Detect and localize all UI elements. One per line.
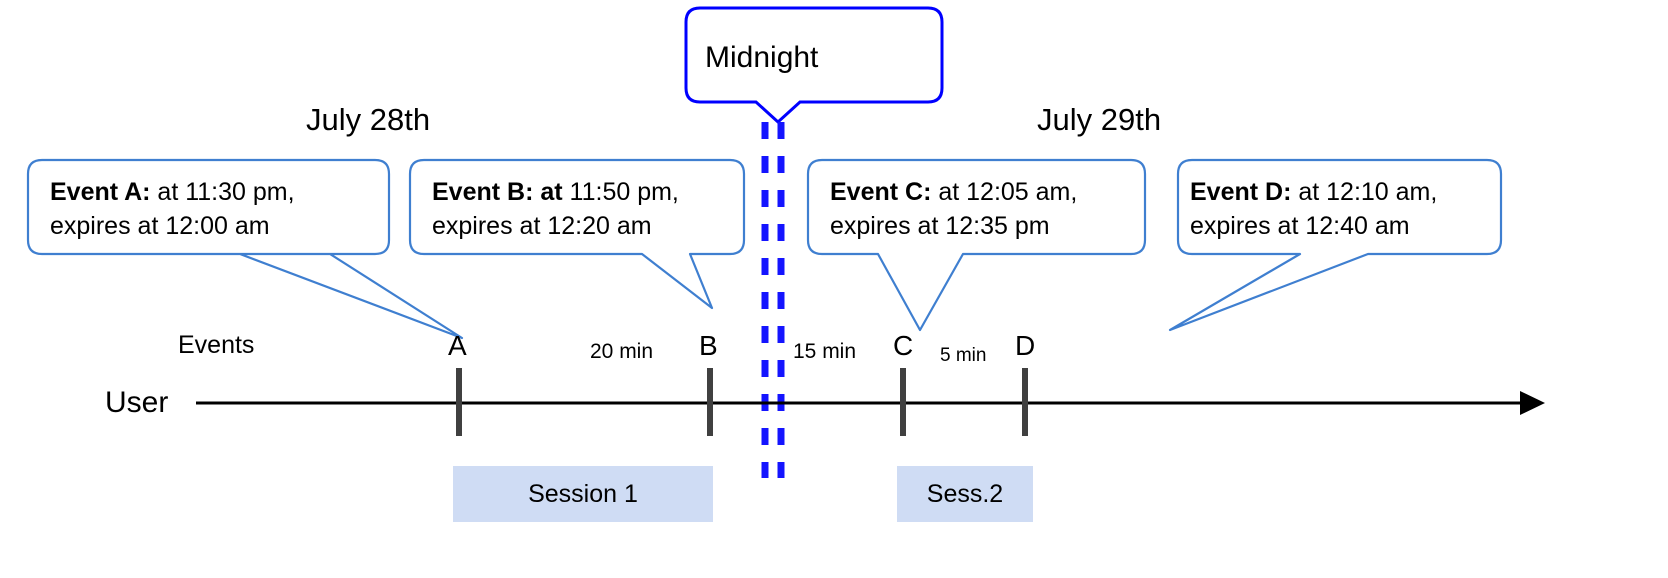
events-row-label: Events	[178, 331, 255, 359]
event-a-title: Event A:	[50, 178, 151, 206]
event-letter-a: A	[448, 330, 467, 361]
date-label-july-29: July 29th	[1037, 102, 1162, 137]
event-letter-b: B	[699, 330, 718, 361]
gap-label-c-d: 5 min	[940, 345, 987, 366]
session-2-box: Sess.2	[897, 466, 1033, 522]
timeline-axis	[196, 391, 1545, 415]
session-1-box: Session 1	[453, 466, 713, 522]
event-a-line2: expires at 12:00 am	[50, 212, 270, 240]
event-c-callout-text: Event C: at 12:05 am, expires at 12:35 p…	[830, 175, 1077, 243]
event-b-callout-text: Event B: at 11:50 pm, expires at 12:20 a…	[432, 175, 679, 243]
event-b-callout-shape	[408, 158, 746, 310]
midnight-callout-shape	[684, 6, 944, 125]
gap-label-b-c: 15 min	[793, 340, 857, 363]
event-b-line2: expires at 12:20 am	[432, 212, 652, 240]
event-letter-d: D	[1015, 330, 1036, 361]
event-d-callout-text: Event D: at 12:10 am, expires at 12:40 a…	[1190, 175, 1437, 243]
event-c-line1: at 12:05 am,	[931, 178, 1078, 206]
event-d-line1: at 12:10 am,	[1291, 178, 1438, 206]
event-a-callout-shape	[26, 158, 464, 340]
event-d-title: Event D:	[1190, 178, 1292, 206]
event-c-callout-shape	[806, 158, 1147, 332]
event-d-callout-shape	[1168, 158, 1503, 332]
event-a-line1: at 11:30 pm,	[150, 178, 295, 206]
event-a-callout-text: Event A: at 11:30 pm, expires at 12:00 a…	[50, 175, 295, 243]
event-c-title: Event C:	[830, 178, 932, 206]
event-d-line2: expires at 12:40 am	[1190, 212, 1410, 240]
midnight-label: Midnight	[705, 41, 819, 74]
date-label-july-28: July 28th	[306, 102, 431, 137]
midnight-dashed-lines	[761, 122, 785, 478]
event-b-title-extra: at	[533, 178, 563, 206]
event-c-line2: expires at 12:35 pm	[830, 212, 1050, 240]
gap-label-a-b: 20 min	[590, 340, 654, 363]
event-ticks	[456, 368, 1028, 436]
user-row-label: User	[105, 386, 169, 419]
event-letter-c: C	[893, 330, 914, 361]
event-b-line1: 11:50 pm,	[562, 178, 679, 206]
event-b-title: Event B:	[432, 178, 534, 206]
